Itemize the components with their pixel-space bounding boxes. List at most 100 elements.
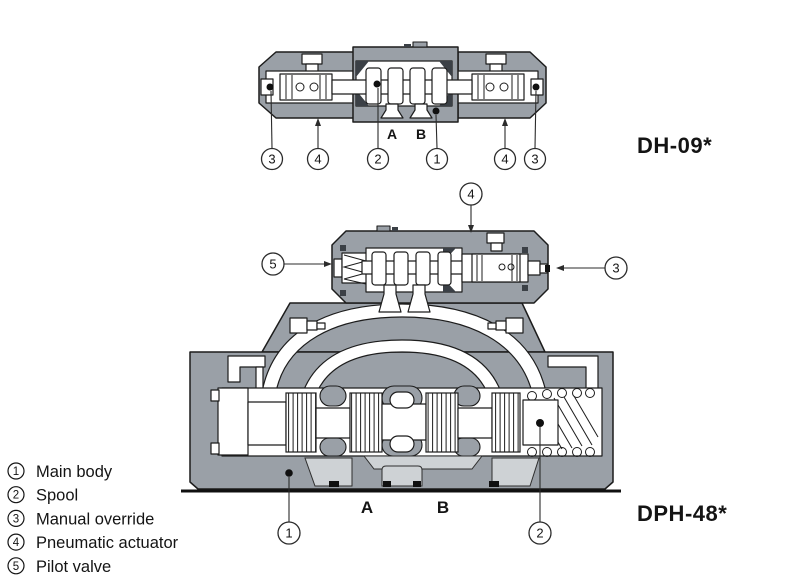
legend-num-circle: [7, 509, 25, 528]
legend-label: Spool: [36, 487, 78, 505]
dph48-port-seal: [413, 481, 421, 487]
dh09-callout-manual-override-right: 3: [523, 147, 547, 171]
pilot-spool-land: [415, 251, 431, 286]
dh09-left-top-port: [301, 53, 323, 65]
leader-line: [534, 90, 537, 149]
dph48-spool-land: [491, 392, 521, 453]
dph48-spool-shaft: [315, 407, 351, 439]
dph48-spool-land: [285, 392, 317, 453]
dph48-right-fitting-step: [495, 320, 507, 331]
pilot-piston: [471, 253, 521, 283]
dh09-seal-wedge: [356, 61, 369, 77]
svg-text:3: 3: [612, 261, 619, 276]
svg-text:2: 2: [536, 526, 543, 541]
dh09-title: DH-09*: [637, 133, 712, 158]
dph48-callout-main-body: 1: [277, 521, 301, 545]
svg-text:3: 3: [13, 513, 19, 525]
dph48-left-channel-slot: [255, 366, 264, 391]
dph48-bore-web: [319, 437, 347, 457]
legend-num-circle: [7, 557, 25, 575]
dh09-spool-land: [365, 67, 382, 105]
dph48-port-a-label: A: [361, 498, 373, 517]
svg-text:2: 2: [374, 152, 381, 167]
dph48-port-cavity-right: [491, 457, 540, 487]
dh09-port-a-label: A: [387, 126, 397, 142]
pilot-spring-coil: [342, 254, 368, 285]
pilot-right-top-port-inner: [490, 242, 503, 252]
dh09-port-b-label: B: [416, 126, 426, 142]
pilot-stem-a: [378, 284, 402, 313]
legend-label: Manual override: [36, 510, 154, 528]
dh09-left-piston: [279, 73, 333, 101]
dh09-callout-manual-override-left: 3: [260, 147, 284, 171]
dh09-right-piston: [471, 73, 525, 101]
dph48-left-end-plug: [247, 401, 287, 446]
dph48-port-cavity-left: [304, 457, 353, 487]
dh09-callout-pneumatic-actuator-left: 4: [306, 147, 330, 171]
leader-arrow: [468, 225, 474, 233]
dh09-port-a-funnel: [380, 103, 404, 119]
dph48-port-cavity-center-top: [362, 455, 484, 470]
pilot-corner-seal: [522, 247, 528, 253]
dph48-spool-dot: [536, 419, 544, 427]
pilot-left-plug: [333, 258, 343, 278]
svg-text:4: 4: [13, 537, 20, 549]
legend-item-manual-override: 3 Manual override: [7, 509, 154, 528]
dph48-port-b-label: B: [437, 498, 449, 517]
dh09-top-nub: [412, 41, 428, 48]
leader-arrow: [315, 118, 321, 126]
pilot-right-top-port: [486, 232, 505, 244]
dph48-left-fitting-step: [306, 320, 318, 331]
pilot-top-tick: [392, 227, 398, 231]
svg-text:1: 1: [433, 152, 440, 167]
dh09-top-tick: [404, 44, 411, 47]
leader-line: [435, 114, 438, 149]
dph48-left-side-channel: [227, 355, 266, 383]
dh09-callout-spool: 2: [366, 147, 390, 171]
dph48-callout-spool: 2: [528, 521, 552, 545]
dh09-spool-dot: [373, 80, 381, 88]
legend-num-circle: [7, 533, 25, 551]
dh09-diagram: A B 3 4 2 1 4 3: [258, 41, 547, 171]
pilot-corner-seal: [340, 245, 346, 251]
dph48-bore-web: [319, 385, 347, 407]
dph48-spool-shaft: [457, 407, 493, 439]
svg-text:4: 4: [467, 187, 474, 202]
dph48-diagram: A B: [181, 182, 628, 545]
dph48-spool-center: [381, 403, 427, 441]
dph48-port-seal: [489, 481, 499, 487]
pilot-spool-land: [371, 251, 387, 286]
dh09-override-dot-right: [532, 83, 540, 91]
dph48-callout-pneumatic-actuator: 4: [459, 182, 483, 206]
svg-text:4: 4: [314, 152, 321, 167]
dph48-right-fitting-pin: [487, 322, 497, 330]
dh09-spool-land: [409, 67, 426, 105]
leader-arrow: [502, 118, 508, 126]
pilot-stem-b: [407, 284, 431, 313]
svg-text:5: 5: [269, 257, 276, 272]
dh09-callout-pneumatic-actuator-right: 4: [493, 147, 517, 171]
dph48-spool-center-bump: [389, 391, 415, 409]
legend-num-circle: [7, 462, 25, 480]
pilot-override-pin: [527, 260, 541, 276]
dh09-callout-main-body: 1: [425, 147, 449, 171]
svg-text:5: 5: [13, 561, 19, 573]
svg-text:4: 4: [501, 152, 508, 167]
pilot-corner-seal: [522, 285, 528, 291]
dph48-body-dot: [285, 469, 293, 477]
dh09-spool-land: [431, 67, 448, 105]
dph48-left-plug-tab: [210, 389, 220, 402]
svg-text:3: 3: [531, 152, 538, 167]
dph48-left-fitting-pin: [316, 322, 326, 330]
dh09-spool-land: [387, 67, 404, 105]
dph48-left-end-plug-flange: [217, 387, 249, 456]
leader-line: [270, 90, 273, 149]
dph48-left-fitting: [289, 317, 308, 334]
legend-label: Pneumatic actuator: [36, 534, 179, 552]
svg-text:2: 2: [13, 490, 19, 502]
dh09-right-top-port: [485, 53, 507, 65]
dph48-pilot-valve: [331, 225, 550, 313]
dh09-port-b-funnel: [409, 103, 433, 119]
